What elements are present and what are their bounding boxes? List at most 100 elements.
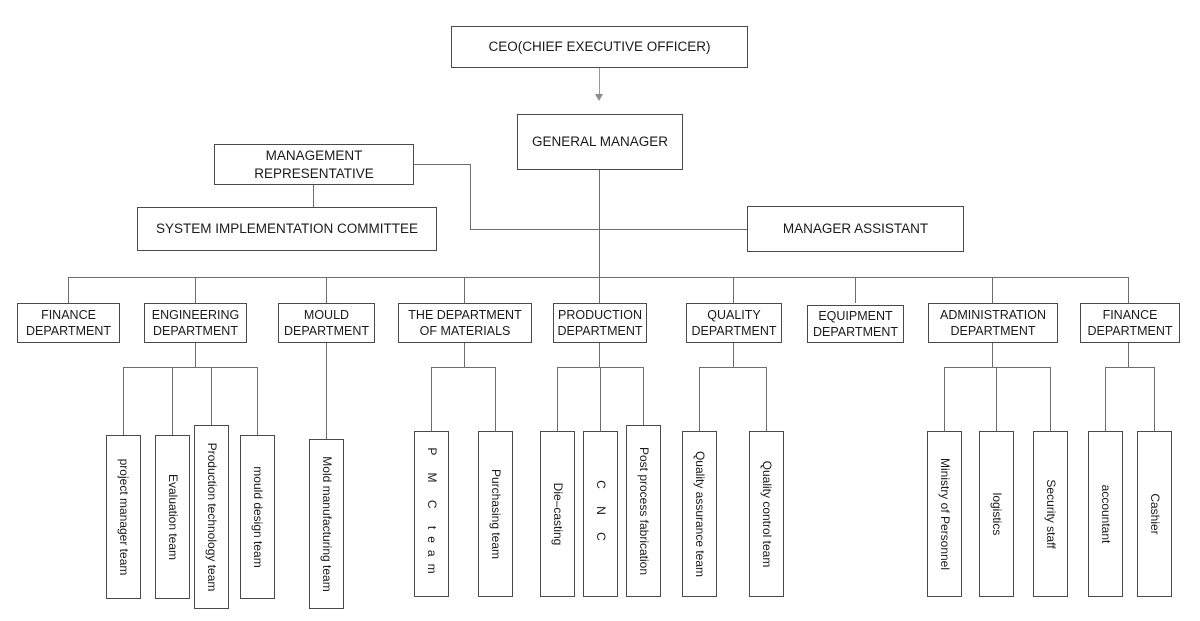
connector-engineering-to-evaluation-team: [172, 367, 173, 435]
node-department-administration[interactable]: ADMINISTRATION DEPARTMENT: [928, 303, 1058, 343]
node-department-administration-line2: DEPARTMENT: [950, 324, 1036, 338]
node-department-engineering[interactable]: ENGINEERING DEPARTMENT: [144, 303, 247, 343]
connector-drop-administration: [992, 277, 993, 303]
arrowhead-general-manager: [595, 94, 603, 101]
connector-materials-to-pmc-team: [431, 367, 432, 431]
node-team-mould-design-team[interactable]: mould design team: [240, 435, 275, 599]
node-team-evaluation-team[interactable]: Evaluation team: [155, 435, 190, 599]
connector-ceo-to-general-manager: [599, 68, 600, 95]
connector-mgmt-rep-to-committee: [313, 184, 314, 207]
node-department-production-line1: PRODUCTION: [557, 308, 643, 322]
connector-engineering-stem: [195, 343, 196, 368]
node-department-quality[interactable]: QUALITY DEPARTMENT: [686, 303, 782, 343]
connector-department-bus: [68, 277, 1129, 278]
node-team-project-manager-team-label: project manager team: [116, 458, 131, 576]
node-team-cnc-label: C N C: [593, 480, 608, 548]
node-management-representative-line1: MANAGEMENT: [265, 148, 363, 164]
node-department-mould-line1: MOULD: [303, 308, 350, 322]
connector-production-to-cnc: [600, 367, 601, 431]
node-team-quality-control-team-label: Quality control team: [759, 460, 774, 568]
connector-mould-to-mold-manufacturing-team: [326, 343, 327, 439]
node-team-production-technology-team-label: Production technology team: [204, 442, 219, 592]
node-team-mould-design-team-label: mould design team: [250, 466, 265, 568]
connector-administration-to-logistics: [996, 367, 997, 431]
connector-finance-2-stem: [1128, 343, 1129, 368]
node-team-evaluation-team-label: Evaluation team: [165, 473, 180, 561]
node-department-quality-label: QUALITY DEPARTMENT: [692, 307, 777, 339]
node-department-engineering-line2: DEPARTMENT: [153, 324, 238, 338]
connector-quality-stem: [733, 343, 734, 368]
node-team-post-process-fabrication-label: Post process fabrication: [636, 446, 651, 576]
node-department-finance-2-label: FINANCE DEPARTMENT: [1088, 307, 1173, 339]
connector-quality-to-quality-assurance-team: [699, 367, 700, 431]
node-team-die-casting[interactable]: Die–casting: [540, 431, 575, 597]
connector-drop-production: [599, 277, 600, 303]
connector-materials-bus: [431, 367, 495, 368]
node-system-implementation-committee-label: SYSTEM IMPLEMENTATION COMMITTEE: [155, 221, 418, 237]
connector-materials-stem: [464, 343, 465, 368]
node-ceo[interactable]: CEO(CHIEF EXECUTIVE OFFICER): [451, 26, 748, 68]
node-department-production[interactable]: PRODUCTION DEPARTMENT: [553, 303, 647, 343]
node-management-representative[interactable]: MANAGEMENT REPRESENTATIVE: [214, 144, 414, 185]
node-team-quality-control-team[interactable]: Quality control team: [749, 431, 784, 597]
node-team-cashier-label: Cashier: [1147, 493, 1162, 535]
connector-engineering-bus: [123, 367, 258, 368]
node-department-equipment-line2: DEPARTMENT: [813, 325, 898, 339]
connector-production-to-post-process-fabrication: [643, 367, 644, 425]
node-team-purchasing-team-label: Purchasing team: [488, 468, 503, 560]
node-department-quality-line1: QUALITY: [707, 308, 761, 322]
node-department-finance-2[interactable]: FINANCE DEPARTMENT: [1080, 303, 1180, 343]
node-general-manager[interactable]: GENERAL MANAGER: [517, 114, 683, 170]
node-system-implementation-committee[interactable]: SYSTEM IMPLEMENTATION COMMITTEE: [137, 207, 437, 251]
node-department-equipment[interactable]: EQUIPMENT DEPARTMENT: [807, 305, 904, 343]
connector-drop-mould: [326, 277, 327, 303]
node-team-pmc-team[interactable]: P M C team: [414, 431, 449, 597]
node-team-logistics[interactable]: logistics: [979, 431, 1014, 597]
node-department-materials-label: THE DEPARTMENT OF MATERIALS: [408, 307, 521, 339]
node-team-pmc-team-label: P M C team: [424, 447, 439, 581]
node-team-mold-manufacturing-team-label: Mold manufacturing team: [319, 456, 334, 592]
node-department-mould[interactable]: MOULD DEPARTMENT: [278, 303, 375, 343]
connector-finance-2-to-cashier: [1154, 367, 1155, 431]
node-team-cnc[interactable]: C N C: [583, 431, 618, 597]
connector-manager-assistant: [599, 229, 747, 230]
node-team-cashier[interactable]: Cashier: [1137, 431, 1172, 597]
connector-drop-materials: [464, 277, 465, 303]
node-department-finance-1[interactable]: FINANCE DEPARTMENT: [17, 303, 120, 343]
connector-engineering-to-production-technology-team: [211, 367, 212, 425]
node-team-quality-assurance-team-label: Quality assurance team: [692, 450, 707, 578]
node-team-production-technology-team[interactable]: Production technology team: [194, 425, 229, 609]
node-team-ministry-of-personnel-label: Ministry of Personnel: [937, 457, 952, 571]
node-manager-assistant-label: MANAGER ASSISTANT: [782, 221, 929, 237]
node-department-materials-line1: THE DEPARTMENT: [408, 308, 522, 322]
node-department-mould-line2: DEPARTMENT: [284, 324, 369, 338]
node-department-engineering-label: ENGINEERING DEPARTMENT: [152, 307, 240, 339]
node-department-materials[interactable]: THE DEPARTMENT OF MATERIALS: [398, 303, 532, 343]
connector-drop-finance-1: [68, 277, 69, 303]
node-department-finance-1-line1: FINANCE: [41, 308, 96, 322]
node-team-accountant-label: accountant: [1098, 484, 1113, 544]
connector-engineering-to-project-manager-team: [123, 367, 124, 435]
node-department-administration-label: ADMINISTRATION DEPARTMENT: [940, 307, 1046, 339]
connector-drop-quality: [733, 277, 734, 303]
node-team-purchasing-team[interactable]: Purchasing team: [478, 431, 513, 597]
node-management-representative-line2: REPRESENTATIVE: [254, 165, 374, 181]
node-team-quality-assurance-team[interactable]: Quality assurance team: [682, 431, 717, 597]
connector-drop-equipment: [855, 277, 856, 303]
node-department-production-line2: DEPARTMENT: [557, 324, 643, 338]
connector-drop-engineering: [195, 277, 196, 303]
node-department-quality-line2: DEPARTMENT: [691, 324, 777, 338]
node-team-post-process-fabrication[interactable]: Post process fabrication: [626, 425, 661, 597]
node-team-security-staff[interactable]: Security staff: [1033, 431, 1068, 597]
node-team-project-manager-team[interactable]: project manager team: [106, 435, 141, 599]
connector-mgmt-rep-elbow-bottom: [470, 229, 600, 230]
node-team-ministry-of-personnel[interactable]: Ministry of Personnel: [927, 431, 962, 597]
node-manager-assistant[interactable]: MANAGER ASSISTANT: [747, 206, 964, 252]
node-management-representative-label: MANAGEMENT REPRESENTATIVE: [254, 147, 374, 182]
node-department-finance-1-line2: DEPARTMENT: [26, 324, 111, 338]
node-team-mold-manufacturing-team[interactable]: Mold manufacturing team: [309, 439, 344, 609]
node-team-accountant[interactable]: accountant: [1088, 431, 1123, 597]
node-ceo-label: CEO(CHIEF EXECUTIVE OFFICER): [488, 39, 711, 55]
node-department-production-label: PRODUCTION DEPARTMENT: [558, 307, 643, 339]
